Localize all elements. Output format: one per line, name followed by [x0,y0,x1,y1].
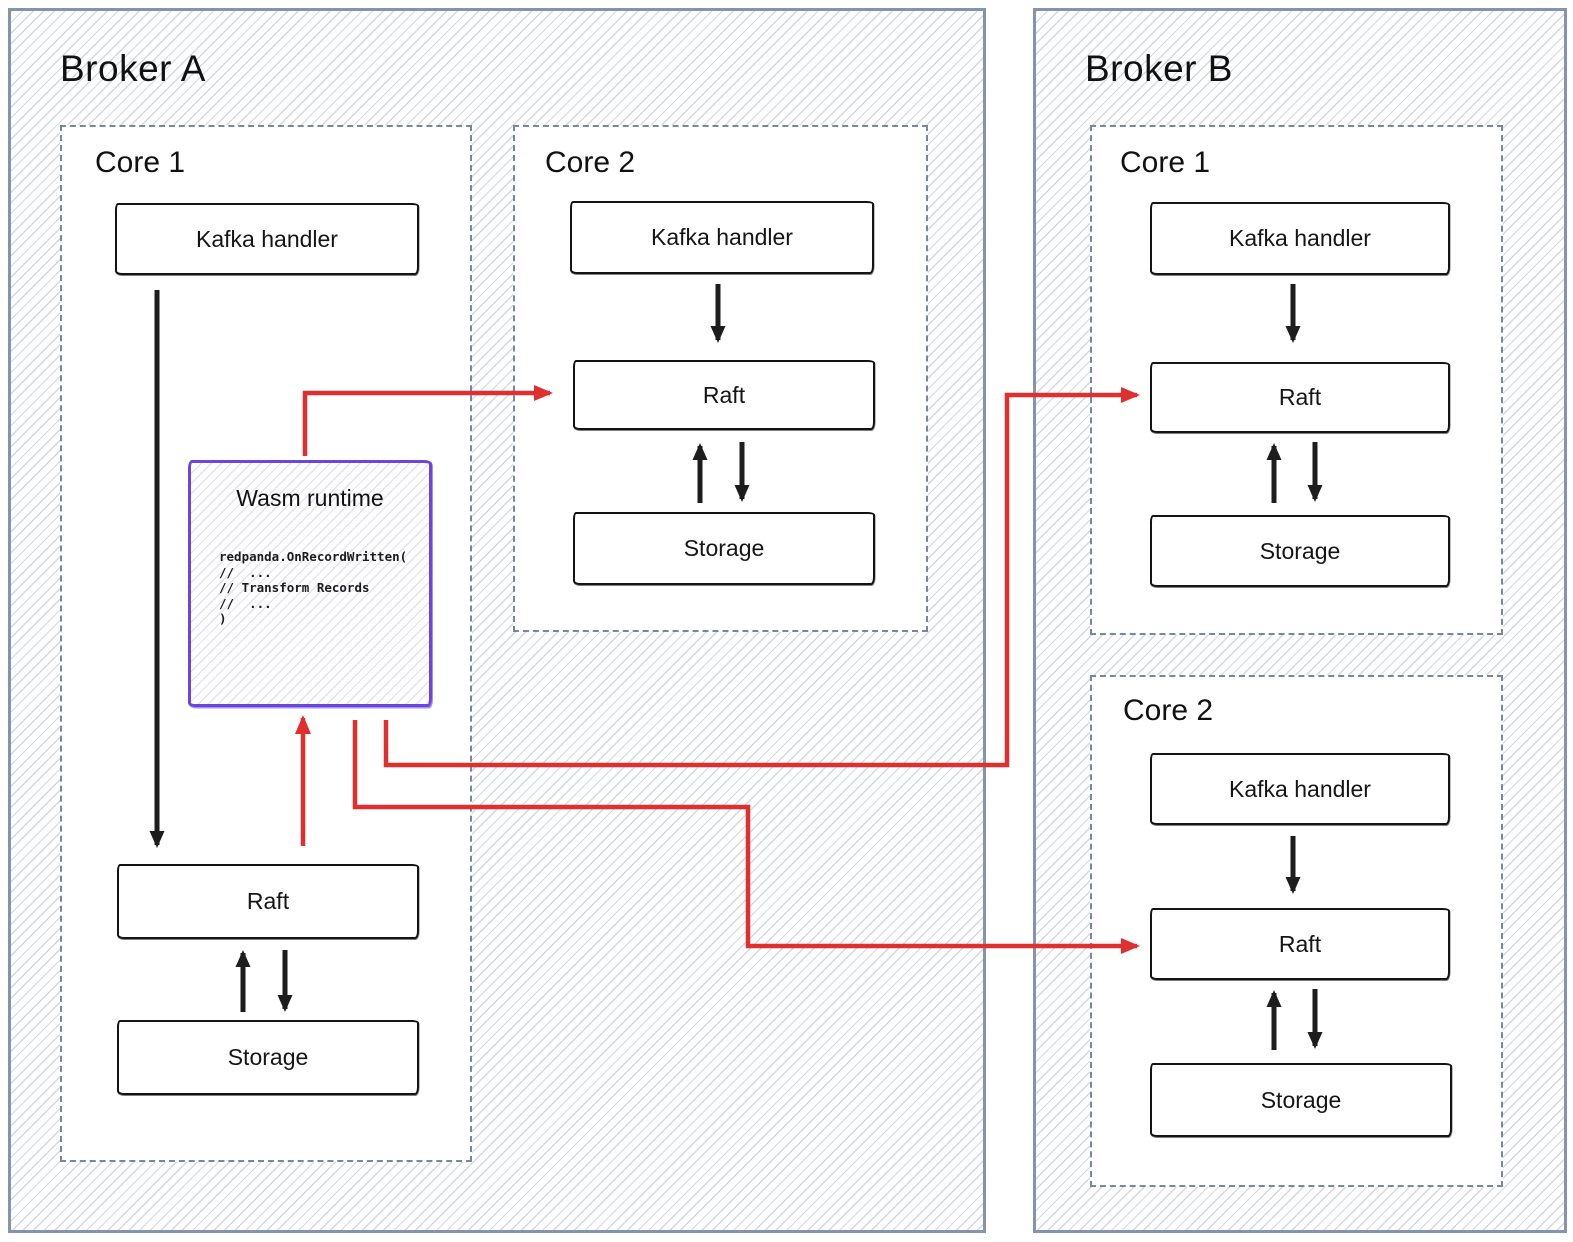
broker-a-title: Broker A [60,48,206,89]
wasm-runtime-code: redpanda.OnRecordWritten( // ... // Tran… [219,549,408,626]
broker-b-core2-raft-box: Raft [1150,908,1450,980]
broker-a-core2-kafka-handler-box: Kafka handler [570,201,874,274]
broker-a-core1-storage-box: Storage [117,1020,419,1095]
broker-a-core-2-label: Core 2 [545,146,636,179]
broker-b-core2-storage-box: Storage [1150,1063,1452,1137]
broker-b-core1-kafka-handler-box: Kafka handler [1150,202,1450,275]
broker-b-core2-kafka-handler-box: Kafka handler [1150,753,1450,825]
broker-a-core2-raft-box: Raft [573,360,875,430]
wasm-runtime-box: Wasm runtime redpanda.OnRecordWritten( /… [188,460,432,707]
wasm-runtime-title: Wasm runtime [236,485,384,511]
broker-a-core1-kafka-handler-box: Kafka handler [115,203,419,275]
broker-b-title: Broker B [1085,48,1233,89]
broker-b-core1-raft-box: Raft [1150,362,1450,433]
broker-a-core2-storage-box: Storage [573,512,875,585]
broker-b-core1-storage-box: Storage [1150,515,1450,587]
broker-b-core-2-label: Core 2 [1123,694,1214,727]
broker-b-core-1-label: Core 1 [1120,146,1211,179]
broker-a-core-1-label: Core 1 [95,146,186,179]
broker-a-core1-raft-box: Raft [117,864,419,939]
